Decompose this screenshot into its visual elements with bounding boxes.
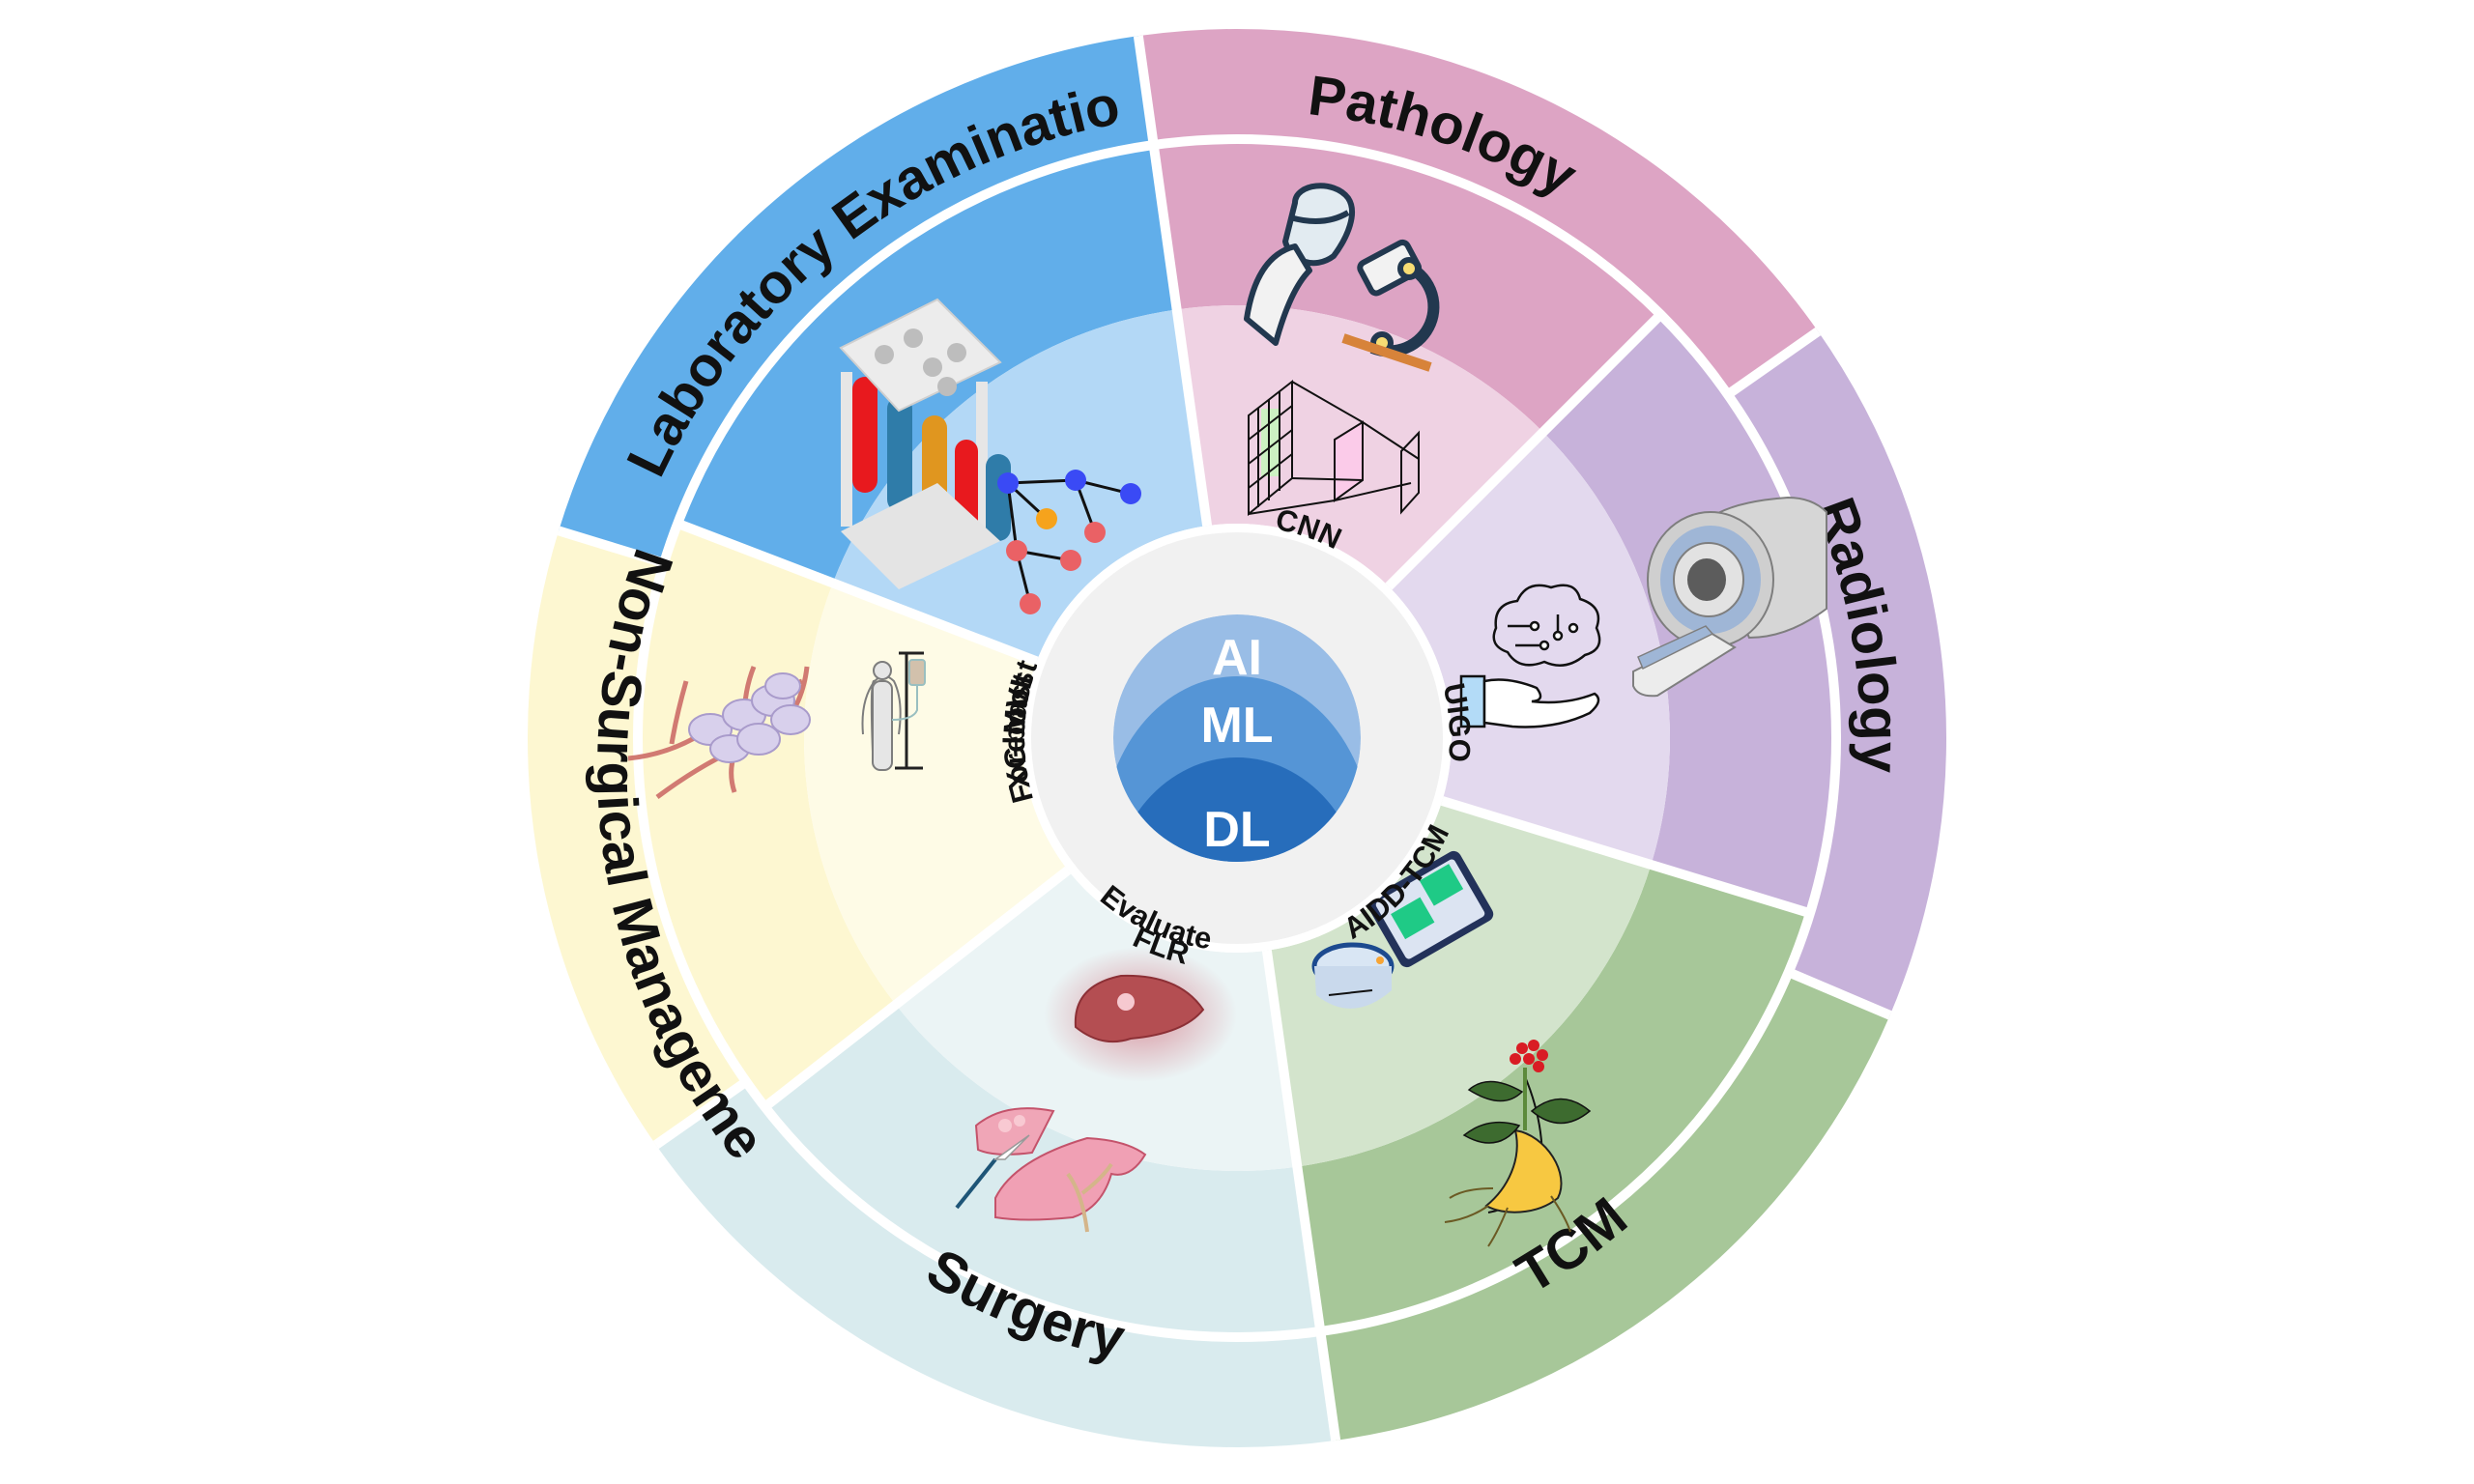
cnn-feature-map-icon xyxy=(1248,379,1420,517)
segment-divider xyxy=(1148,144,1213,527)
segment-divider xyxy=(1440,796,1812,919)
segment-label-band-tcm[interactable] xyxy=(1320,972,1890,1441)
segment-divider xyxy=(1385,311,1664,590)
diseased-liver-icon xyxy=(1044,947,1237,1082)
pathologist-microscope-icon xyxy=(1244,183,1440,372)
segment-divider xyxy=(762,866,1072,1111)
divider-layer xyxy=(557,35,1892,1441)
segment-main-pathology[interactable] xyxy=(1153,139,1661,433)
core-label-dl: DL xyxy=(1203,802,1270,858)
segment-main-tcm[interactable] xyxy=(1297,864,1810,1331)
segment-divider xyxy=(1725,327,1822,399)
patient-iv-drip-icon xyxy=(861,651,926,771)
core-label-ml: ML xyxy=(1200,698,1273,754)
ai-ml-dl-core: AI ML DL xyxy=(1113,614,1361,862)
segment-inner-radiology[interactable] xyxy=(1388,432,1671,865)
band-separator-ring xyxy=(633,134,1841,1342)
brain-in-hand-icon xyxy=(1459,584,1601,728)
decision-tree-graph-icon xyxy=(997,470,1141,614)
segment-label-non-surgical[interactable]: Non-Surgical Management xyxy=(0,0,777,1171)
method-label-uigo[interactable]: UIGO xyxy=(1436,680,1479,765)
segment-label-band-pathology[interactable] xyxy=(1137,28,1819,395)
segment-divider xyxy=(1315,1330,1341,1441)
segment-label-band-laboratory[interactable] xyxy=(559,36,1154,563)
database-monitor-icon xyxy=(1311,850,1494,1009)
segment-divider xyxy=(652,1077,749,1150)
segment-divider xyxy=(1261,950,1326,1332)
segment-divider xyxy=(1786,967,1892,1020)
core-label-ai: AI xyxy=(1212,630,1262,686)
segment-divider xyxy=(676,519,1039,667)
liver-resection-icon xyxy=(955,1107,1147,1233)
segment-label-band-surgery[interactable] xyxy=(655,1081,1337,1447)
core-layer-dl xyxy=(1113,757,1361,862)
segment-divider xyxy=(1133,35,1159,146)
segment-inner-tcm[interactable] xyxy=(1266,800,1652,1167)
ginseng-plant-icon xyxy=(1444,1040,1592,1247)
segment-divider xyxy=(557,526,666,568)
tumor-vessels-icon xyxy=(627,666,811,800)
mri-scanner-icon xyxy=(1632,496,1827,698)
test-tube-rack-icon xyxy=(839,298,1011,589)
segment-main-non-surgical[interactable] xyxy=(637,523,896,1107)
